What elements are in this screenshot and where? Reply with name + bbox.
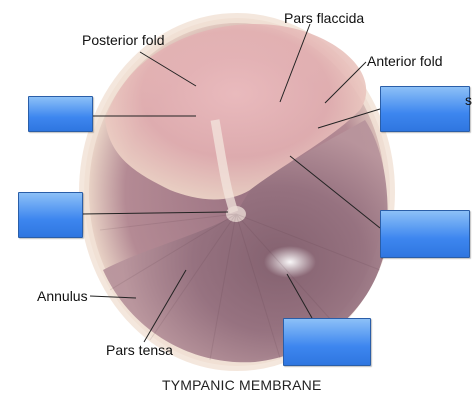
umbo [226, 206, 246, 222]
leader-box-left-mid [81, 211, 229, 215]
leader-pars-flaccida [279, 23, 311, 103]
leader-box-right-mid [289, 155, 381, 229]
leader-annulus [89, 295, 137, 299]
label-pars-flaccida: Pars flaccida [284, 10, 365, 26]
radial-texture [99, 213, 381, 361]
label-annulus: Annulus [37, 288, 88, 304]
light-reflex [264, 246, 316, 278]
annulus-rim [79, 13, 395, 371]
malleus-handle [210, 119, 239, 214]
answer-box-right-top[interactable] [380, 86, 470, 132]
leader-box-right-top [317, 108, 381, 129]
leader-anterior-fold [324, 61, 367, 104]
answer-box-bottom[interactable] [283, 318, 371, 366]
leader-pars-tensa [143, 269, 187, 343]
label-anterior-fold: Anterior fold [367, 53, 443, 69]
truncated-edge-text: s [465, 92, 472, 108]
diagram-caption: TYMPANIC MEMBRANE [162, 377, 322, 393]
answer-box-left-middle[interactable] [18, 192, 83, 238]
label-posterior-fold: Posterior fold [82, 32, 165, 48]
label-pars-tensa: Pars tensa [106, 342, 173, 358]
answer-box-left-top[interactable] [28, 96, 93, 132]
leader-lines [81, 23, 381, 343]
pars-tensa-region [103, 120, 388, 363]
answer-box-right-middle[interactable] [380, 210, 470, 258]
pars-flaccida-region [105, 24, 367, 200]
leader-posterior-fold [139, 51, 197, 87]
leader-box-bottom [286, 273, 313, 319]
